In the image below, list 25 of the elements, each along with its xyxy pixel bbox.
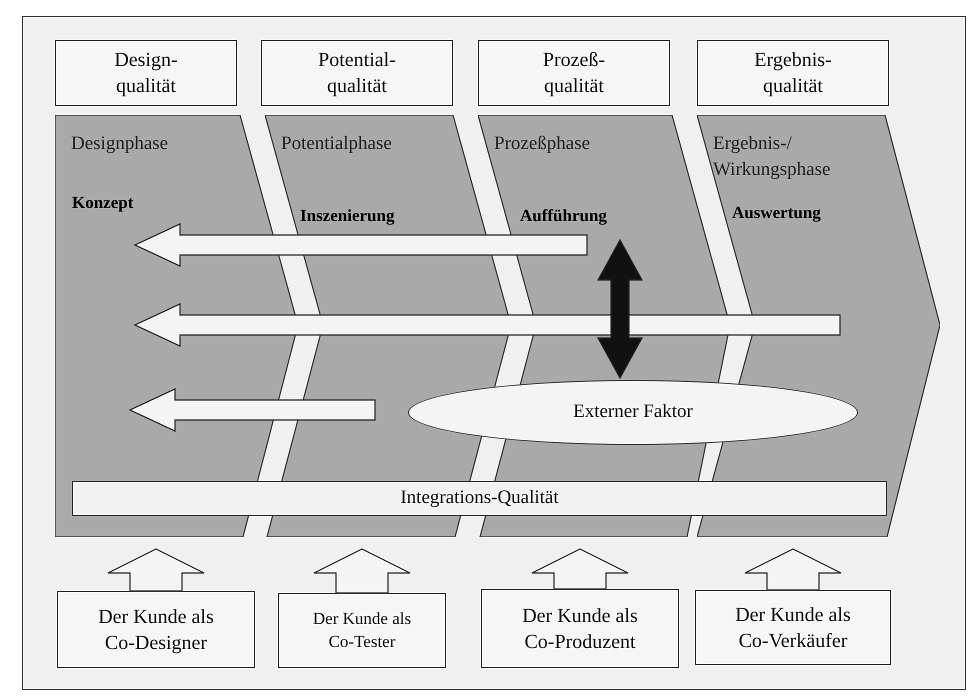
phase-title: Designphase (71, 132, 168, 156)
phase-keyword: Aufführung (520, 205, 607, 227)
double-arrow (596, 238, 644, 380)
phase-keyword: Konzept (72, 192, 134, 214)
integration-bar: Integrations-Qualität (72, 481, 887, 516)
block-arrow (128, 388, 376, 432)
text-box: Der Kunde als Co-Tester (278, 593, 446, 668)
block-arrow (107, 548, 205, 592)
block-arrow (134, 223, 588, 267)
block-arrow (313, 548, 411, 594)
phase-title: Potentialphase (281, 132, 392, 156)
text-box: Ergebnis- qualität (697, 40, 889, 106)
block-arrow (134, 303, 841, 347)
text-box: Der Kunde als Co-Produzent (481, 589, 679, 668)
text-box: Potential- qualität (261, 40, 453, 106)
text-box: Der Kunde als Co-Verkäufer (695, 590, 891, 665)
phase-keyword: Auswertung (732, 202, 821, 224)
text-box: Design- qualität (55, 40, 237, 106)
phase-title: Prozeßphase (494, 132, 590, 156)
text-box: Prozeß- qualität (478, 40, 670, 106)
text-box: Der Kunde als Co-Designer (57, 591, 255, 668)
phase-title: Ergebnis-/ Wirkungsphase (713, 132, 832, 182)
block-arrow (744, 548, 842, 591)
phase-keyword: Inszenierung (300, 205, 394, 227)
block-arrow (531, 548, 629, 590)
